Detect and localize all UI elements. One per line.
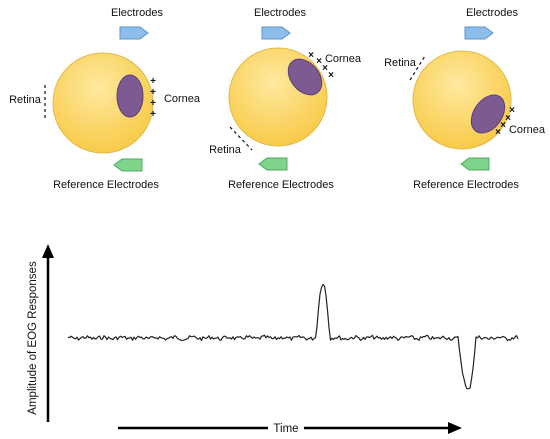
charge-mark: × [308,50,314,61]
charge-mark: + [150,109,156,120]
electrodes-label: Electrodes [466,7,518,19]
top-electrode [261,26,291,40]
charge-mark: × [316,56,322,67]
reference-electrodes-label: Reference Electrodes [413,179,519,191]
cornea-shape [287,58,323,96]
cornea-shape [470,94,506,134]
retina-label: Retina [384,57,417,69]
electrode-reference-icon [113,158,143,172]
retina-label: Retina [9,94,42,106]
x-axis-arrowhead-icon [448,422,462,434]
electrode-top-icon [119,26,149,40]
charge-mark: × [505,113,511,124]
x-axis-label: Time [273,423,298,435]
eye-diagram-down-right: Electrodes Retina × × × × Cornea Referen… [384,7,546,191]
cornea-charge-marks: × × × × [495,105,515,138]
cornea-label: Cornea [509,124,546,136]
cornea-charge-marks: × × × × [308,50,334,81]
reference-electrodes-label: Reference Electrodes [53,179,159,191]
electrode-top-icon [464,26,494,40]
charge-mark: × [322,63,328,74]
x-axis-label-backdrop [268,421,304,435]
charge-mark: × [500,120,506,131]
charge-mark: × [509,105,515,116]
electrodes-label: Electrodes [111,7,163,19]
cornea-label: Cornea [325,53,362,65]
charge-mark: + [150,76,156,87]
charge-mark: + [150,98,156,109]
charge-mark: × [495,127,501,138]
top-electrode [119,26,149,40]
electrodes-label: Electrodes [254,7,306,19]
reference-electrodes-label: Reference Electrodes [228,179,334,191]
electrode-reference-icon [460,157,490,171]
cornea-shape [116,74,144,118]
eye-diagram-up-right: Electrodes Retina × × × × Cornea Referen… [209,7,362,191]
electrode-reference-icon [258,157,288,171]
retina-charge-marks [409,55,426,81]
y-axis-arrowhead-icon [42,244,54,258]
charge-mark: + [150,87,156,98]
cornea-charge-marks: + + + + [150,76,156,120]
eog-graph: Amplitude of EOG Responses Time [27,244,519,435]
retina-label: Retina [209,144,242,156]
eog-signal-trace [67,283,519,390]
reference-electrode [460,157,490,171]
y-axis-label: Amplitude of EOG Responses [27,261,39,415]
eye-diagram-center: Electrodes Retina + + + + Cornea Referen… [9,7,201,191]
reference-electrode [113,158,143,172]
electrode-top-icon [261,26,291,40]
cornea-label: Cornea [164,93,201,105]
top-electrode [464,26,494,40]
retina-charge-marks [229,126,253,151]
eyeball [228,47,328,147]
charge-mark: × [328,70,334,81]
reference-electrode [258,157,288,171]
